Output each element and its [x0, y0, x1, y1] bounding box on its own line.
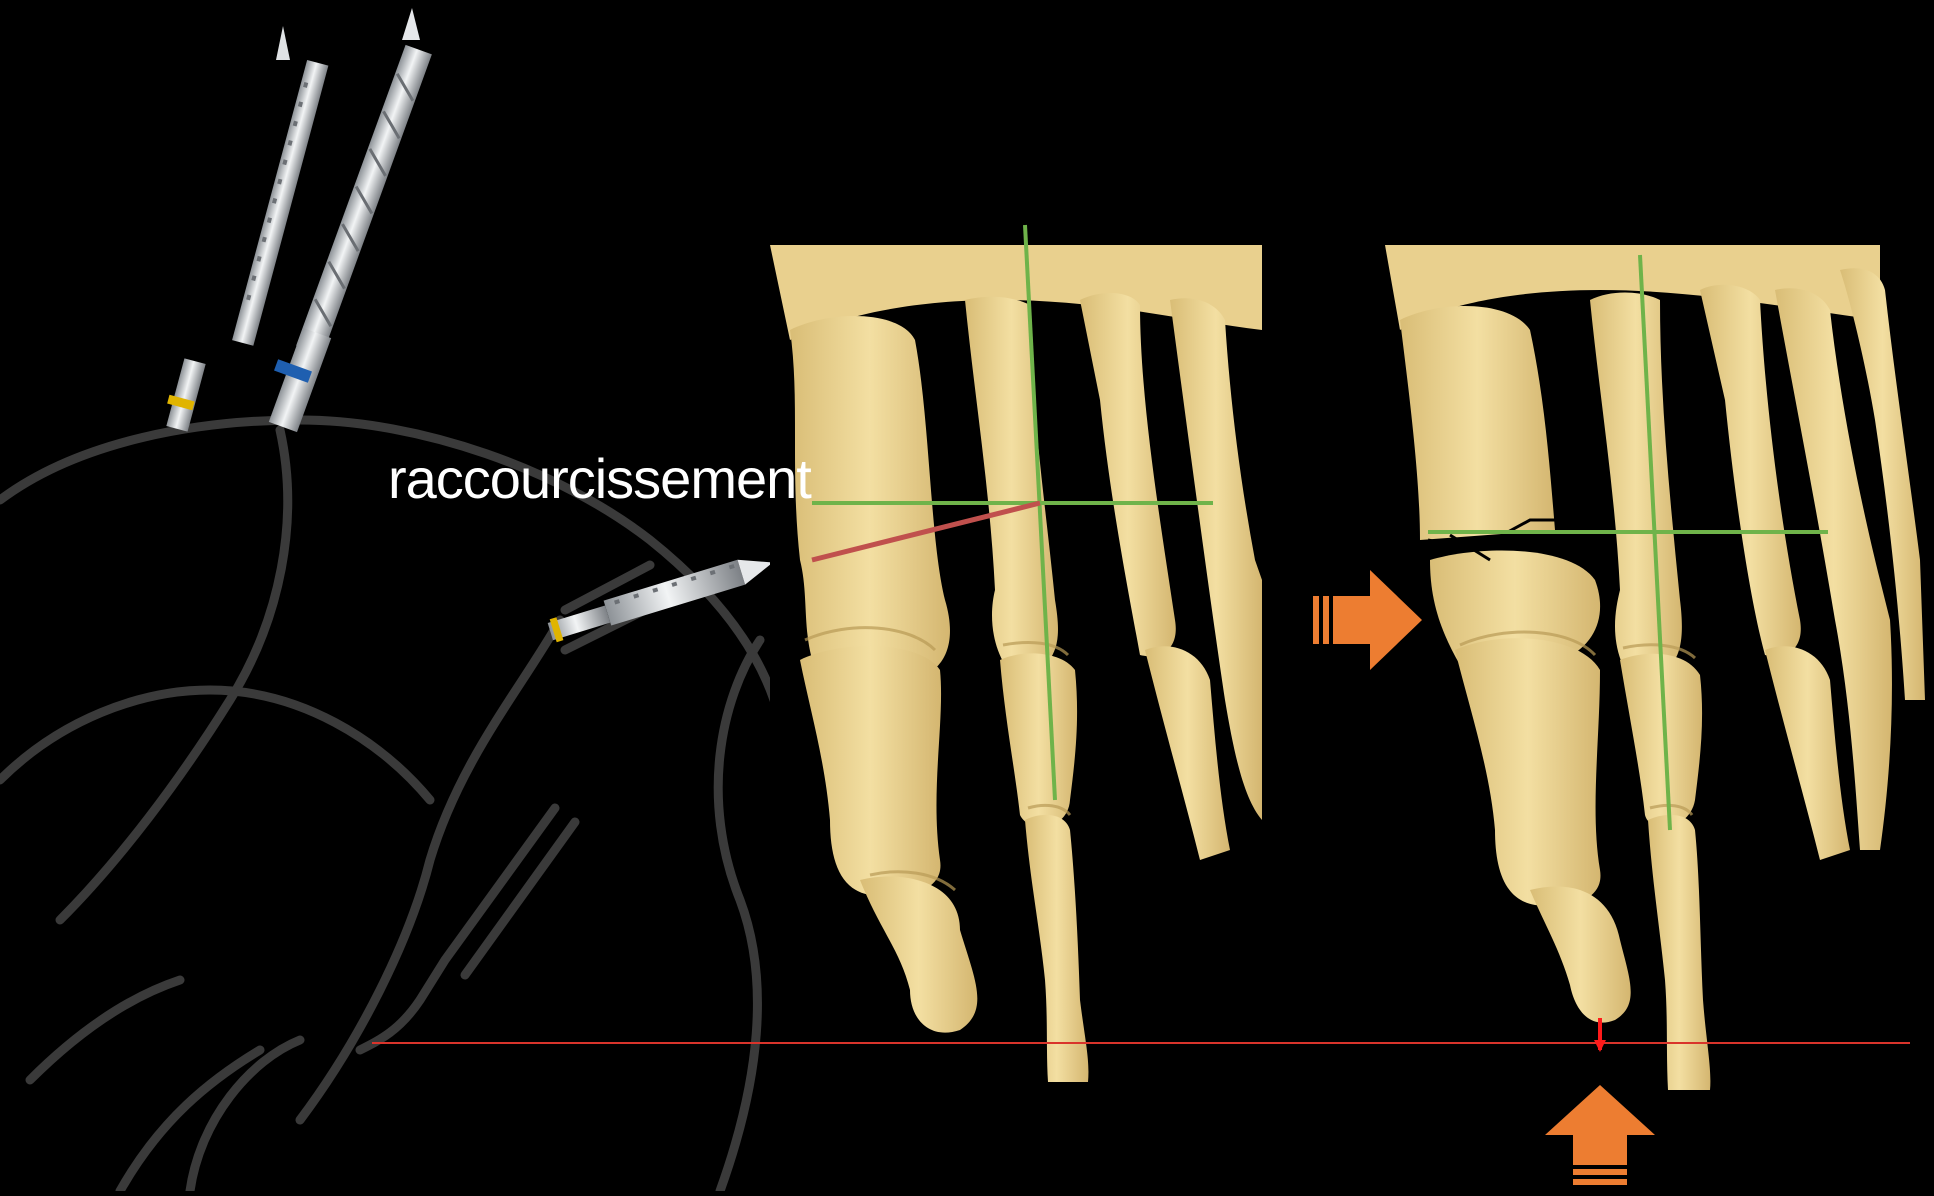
forefoot-bones-after [1385, 245, 1934, 1145]
forefoot-bones-before [770, 245, 1262, 1082]
twist-drill-icon [269, 8, 432, 432]
foot-outline-sketch [0, 420, 780, 1191]
shortening-label: raccourcissement [388, 446, 811, 511]
